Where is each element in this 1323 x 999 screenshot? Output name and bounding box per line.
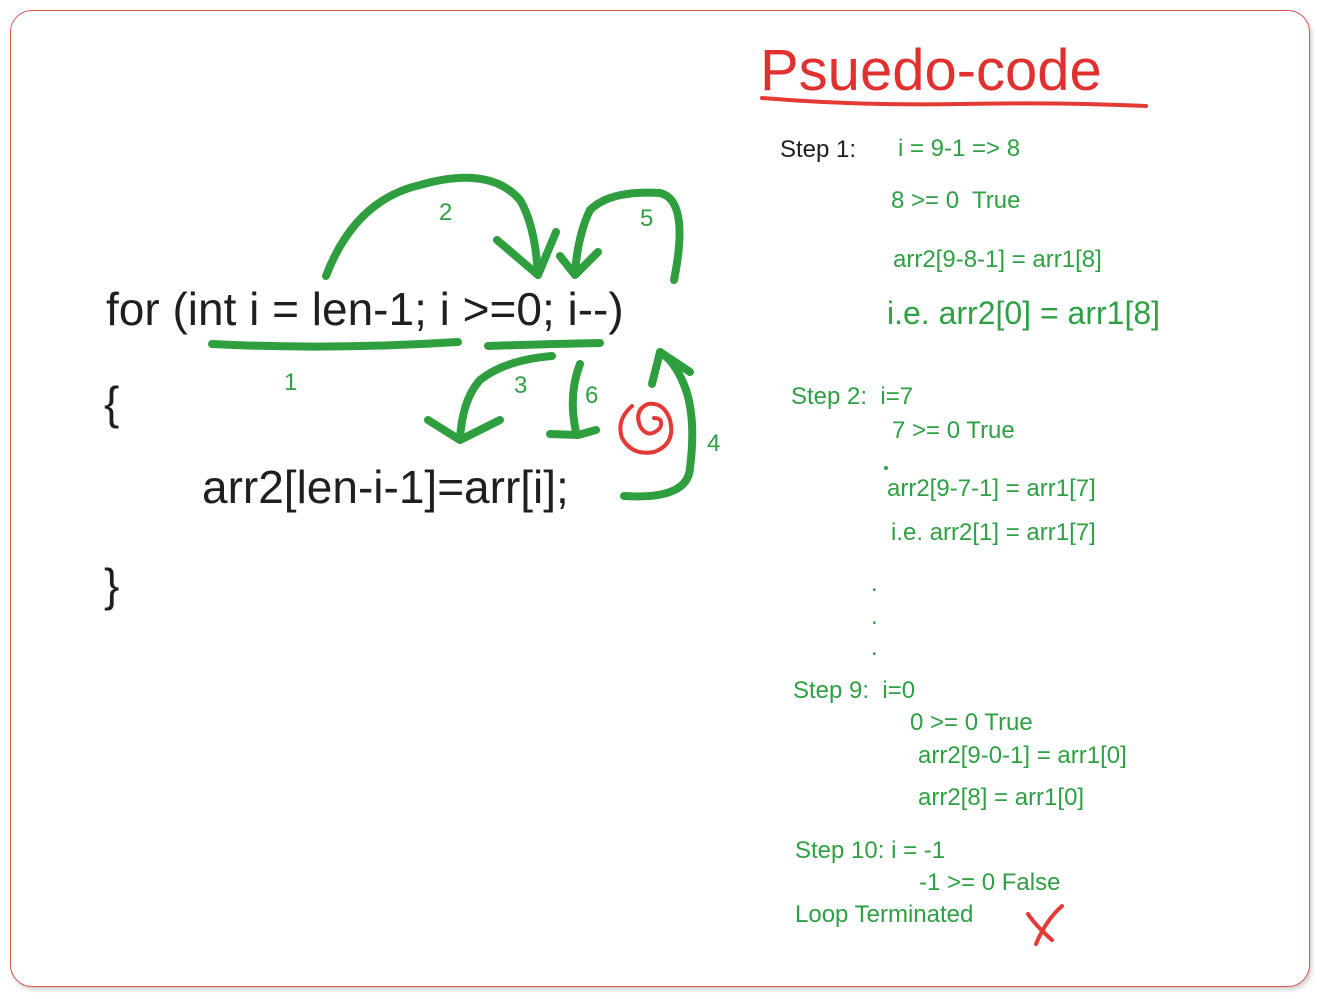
ellipsis-dot-3: . [871, 634, 878, 661]
loop-body-line: arr2[len-i-1]=arr[i]; [202, 461, 569, 513]
step2-check: 7 >= 0 True [892, 417, 1015, 444]
step1-result: i.e. arr2[0] = arr1[8] [887, 295, 1161, 331]
ellipsis-dot-1: . [871, 570, 878, 597]
step1-assignment: arr2[9-8-1] = arr1[8] [893, 246, 1102, 273]
ellipsis-dot-2: . [871, 603, 878, 630]
step10-check: -1 >= 0 False [919, 869, 1061, 896]
arrow-number-2: 2 [439, 199, 453, 226]
step9-check: 0 >= 0 True [910, 709, 1033, 736]
arrow-number-3: 3 [514, 372, 528, 399]
step9-assignment: arr2[9-0-1] = arr1[0] [918, 742, 1127, 769]
for-loop-line: for (int i = len-1; i >=0; i--) [106, 283, 624, 335]
step2-assignment: arr2[9-7-1] = arr1[7] [887, 475, 1096, 502]
page-title: Psuedo-code [760, 38, 1102, 103]
step10-label: Step 10: i = -1 [795, 837, 946, 864]
step2-label: Step 2: i=7 [791, 383, 914, 410]
arrow-number-6: 6 [585, 382, 599, 409]
arrow-number-4: 4 [707, 430, 721, 457]
step1-assign: i = 9-1 => 8 [898, 135, 1021, 162]
step2-result: i.e. arr2[1] = arr1[7] [891, 519, 1096, 546]
step1-check: 8 >= 0 True [891, 187, 1021, 214]
close-brace: } [104, 559, 120, 611]
arrow-number-1: 1 [284, 369, 298, 396]
loop-terminated-text: Loop Terminated [795, 901, 974, 928]
step1-label: Step 1: [780, 136, 857, 163]
step9-label: Step 9: i=0 [793, 677, 916, 704]
arrow-number-5: 5 [640, 205, 654, 232]
step9-result: arr2[8] = arr1[0] [918, 784, 1085, 811]
open-brace: { [104, 377, 120, 429]
